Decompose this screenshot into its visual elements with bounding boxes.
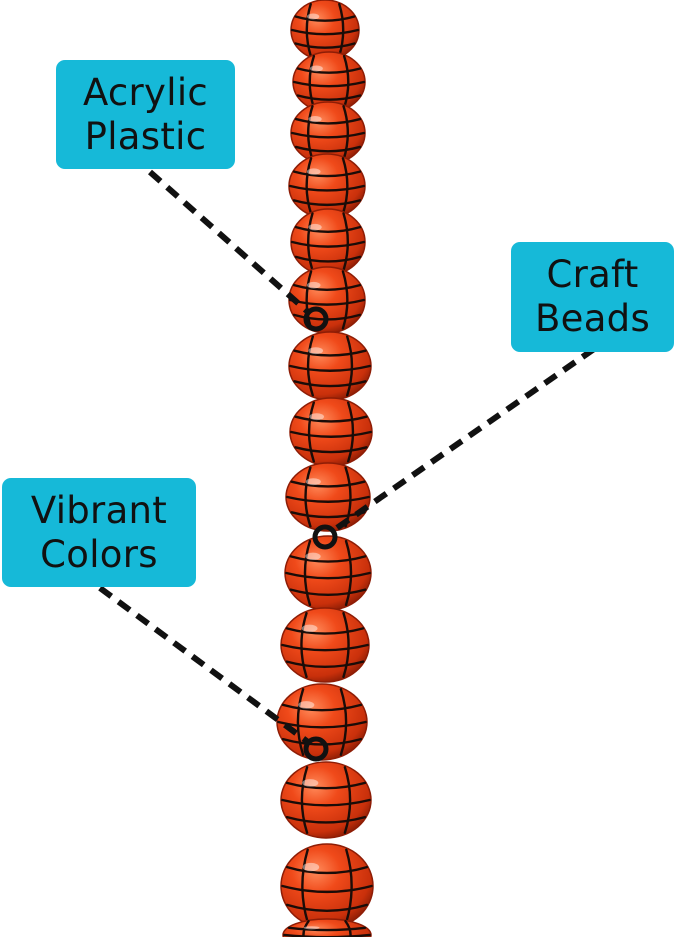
- bead: [280, 607, 370, 683]
- bead: [285, 462, 371, 532]
- callout-vibrant-line1: Vibrant: [30, 488, 168, 532]
- bead: [288, 331, 372, 401]
- bead: [276, 683, 368, 761]
- bead: [292, 51, 366, 113]
- bead: [280, 761, 372, 839]
- bead: [288, 153, 366, 219]
- callout-acrylic-line1: Acrylic: [82, 70, 209, 114]
- leader-dot-craft: [312, 524, 338, 550]
- callout-craft-line1: Craft: [546, 253, 639, 296]
- leader-line-vibrant: [98, 585, 310, 745]
- callout-vibrant-line2: Colors: [40, 532, 158, 576]
- callout-vibrant-colors: Vibrant Colors: [2, 478, 196, 587]
- callout-acrylic-line2: Plastic: [84, 114, 207, 158]
- bead: [280, 843, 374, 929]
- bead: [290, 208, 366, 276]
- bead: [284, 535, 372, 611]
- leader-line-acrylic: [148, 169, 310, 315]
- callout-acrylic-plastic: Acrylic Plastic: [56, 60, 235, 169]
- leader-line-craft: [332, 346, 596, 533]
- leader-lines: [98, 169, 596, 762]
- bead: [290, 0, 360, 61]
- leader-dot-acrylic: [303, 306, 329, 332]
- bead: [289, 397, 373, 467]
- callout-craft-line2: Beads: [534, 297, 651, 340]
- callout-craft-beads: Craft Beads: [511, 242, 674, 352]
- bead-strand: [276, 0, 374, 937]
- bead: [282, 918, 372, 937]
- leader-dot-vibrant: [303, 736, 329, 762]
